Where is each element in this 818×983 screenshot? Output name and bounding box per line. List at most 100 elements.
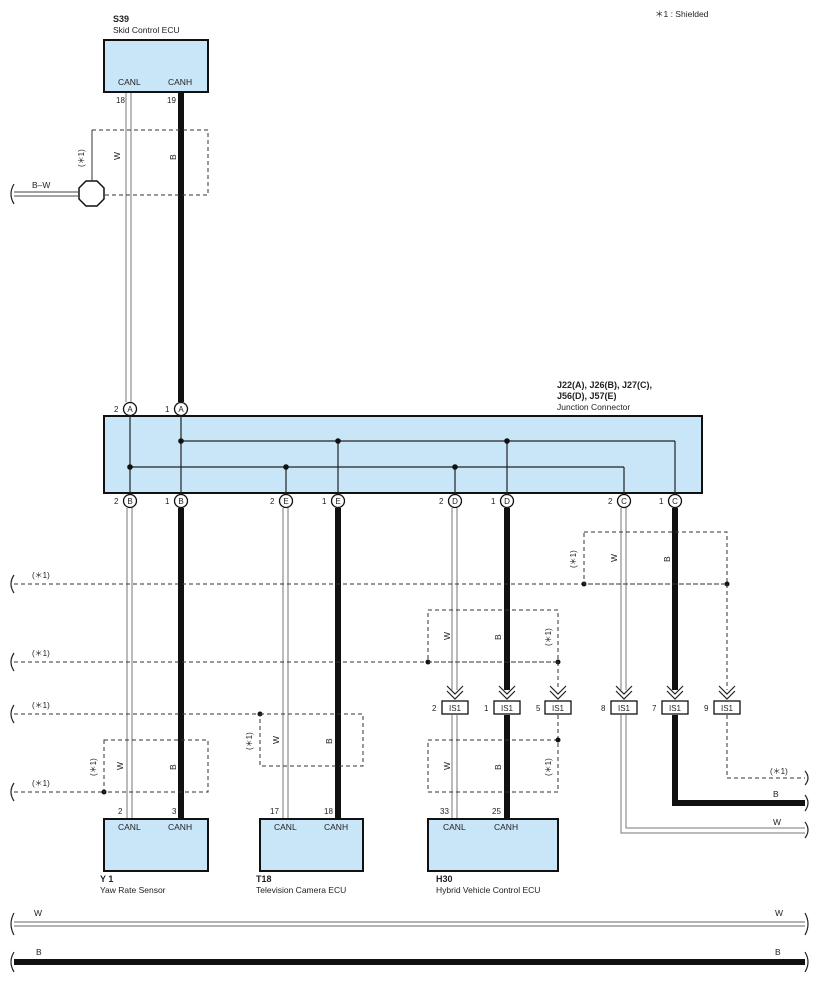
bottom-w-label-right: W — [775, 908, 783, 918]
svg-text:IS1: IS1 — [669, 704, 682, 713]
svg-text:W: W — [271, 736, 281, 744]
svg-text:CANL: CANL — [118, 822, 141, 832]
h30-shield — [427, 739, 559, 793]
svg-text:(＊1): (＊1) — [89, 758, 98, 776]
svg-text:2: 2 — [432, 704, 437, 713]
svg-text:(＊1): (＊1) — [544, 628, 553, 646]
t18-name: Television Camera ECU — [256, 885, 346, 895]
svg-text:IS1: IS1 — [449, 704, 462, 713]
svg-text:W: W — [609, 554, 619, 562]
svg-text:W: W — [442, 762, 452, 770]
svg-text:B: B — [493, 764, 503, 770]
svg-text:3: 3 — [172, 807, 177, 816]
svg-text:IS1: IS1 — [721, 704, 734, 713]
svg-text:25: 25 — [492, 807, 501, 816]
svg-text:2: 2 — [439, 497, 444, 506]
svg-text:1: 1 — [484, 704, 489, 713]
y1-name: Yaw Rate Sensor — [100, 885, 166, 895]
is1-box-7 — [661, 700, 689, 715]
svg-text:8: 8 — [601, 704, 606, 713]
svg-text:1: 1 — [165, 405, 170, 414]
svg-text:5: 5 — [536, 704, 541, 713]
h30-code: H30 — [436, 874, 453, 884]
t18-code: T18 — [256, 874, 272, 884]
svg-text:CANH: CANH — [168, 822, 192, 832]
legend-shielded: ＊1 : Shielded — [655, 9, 709, 19]
s39-canh-label: CANH — [168, 77, 192, 87]
svg-text:(＊1): (＊1) — [32, 701, 50, 710]
is1-chevron — [446, 685, 464, 700]
svg-text:CANL: CANL — [274, 822, 297, 832]
ground-wire-label: B–W — [32, 180, 50, 190]
svg-text:IS1: IS1 — [618, 704, 631, 713]
s39-shield-mark: (＊1) — [77, 149, 86, 167]
svg-text:2: 2 — [270, 497, 275, 506]
junction-pin-d1 — [499, 493, 515, 509]
svg-text:2: 2 — [114, 405, 119, 414]
bottom-b-label-right: B — [775, 947, 781, 957]
svg-text:C: C — [672, 497, 678, 506]
d-shield-upper — [427, 609, 559, 663]
svg-text:C: C — [621, 497, 627, 506]
right-w-label: W — [773, 817, 781, 827]
svg-text:9: 9 — [704, 704, 709, 713]
h30-ecu-box — [427, 818, 559, 872]
svg-text:IS1: IS1 — [552, 704, 565, 713]
h30-name: Hybrid Vehicle Control ECU — [436, 885, 540, 895]
svg-text:2: 2 — [608, 497, 613, 506]
svg-text:B: B — [127, 497, 132, 506]
svg-text:IS1: IS1 — [501, 704, 514, 713]
junction-code-2: J56(D), J57(E) — [557, 391, 617, 401]
junction-pin-d2 — [447, 493, 463, 509]
y1-code: Y 1 — [100, 874, 113, 884]
junction-pin-c1 — [667, 493, 683, 509]
y1-shield — [103, 739, 209, 793]
is1-box-2 — [441, 700, 469, 715]
right-w-wire — [620, 715, 805, 834]
svg-text:D: D — [504, 497, 510, 506]
c-shield — [583, 531, 728, 585]
y1-ecu-box — [103, 818, 209, 872]
junction-pin-a2 — [122, 401, 138, 417]
junction-name: Junction Connector — [557, 402, 630, 412]
s39-ecu-box — [103, 39, 209, 93]
svg-text:(＊1): (＊1) — [245, 732, 254, 750]
is1-box-5 — [544, 700, 572, 715]
right-shield-mark: (＊1) — [770, 767, 788, 776]
svg-text:1: 1 — [322, 497, 327, 506]
right-b-wire — [672, 715, 805, 806]
junction-box — [103, 415, 703, 494]
svg-text:1: 1 — [659, 497, 664, 506]
is1-box-9 — [713, 700, 741, 715]
s39-canl-label: CANL — [118, 77, 141, 87]
svg-text:CANH: CANH — [324, 822, 348, 832]
svg-text:B: B — [178, 497, 183, 506]
s39-canl-pin: 18 — [116, 96, 125, 105]
svg-text:(＊1): (＊1) — [32, 571, 50, 580]
svg-text:D: D — [452, 497, 458, 506]
svg-text:W: W — [115, 762, 125, 770]
svg-text:7: 7 — [652, 704, 657, 713]
svg-text:E: E — [335, 497, 340, 506]
svg-text:18: 18 — [324, 807, 333, 816]
junction-pin-b1 — [173, 493, 189, 509]
svg-text:A: A — [127, 405, 133, 414]
svg-text:(＊1): (＊1) — [544, 758, 553, 776]
svg-text:2: 2 — [114, 497, 119, 506]
svg-text:(＊1): (＊1) — [32, 649, 50, 658]
s39-canh-pin: 19 — [167, 96, 176, 105]
svg-text:B: B — [324, 738, 334, 744]
s39-name: Skid Control ECU — [113, 25, 180, 35]
svg-text:1: 1 — [165, 497, 170, 506]
svg-text:1: 1 — [491, 497, 496, 506]
svg-text:E: E — [283, 497, 288, 506]
junction-pin-e1 — [330, 493, 346, 509]
s39-shield — [91, 129, 209, 196]
t18-ecu-box — [259, 818, 364, 872]
bottom-b-label-left: B — [36, 947, 42, 957]
junction-code-1: J22(A), J26(B), J27(C), — [557, 380, 652, 390]
junction-pin-e2 — [278, 493, 294, 509]
bottom-w-label-left: W — [34, 908, 42, 918]
is1-box-1 — [493, 700, 521, 715]
